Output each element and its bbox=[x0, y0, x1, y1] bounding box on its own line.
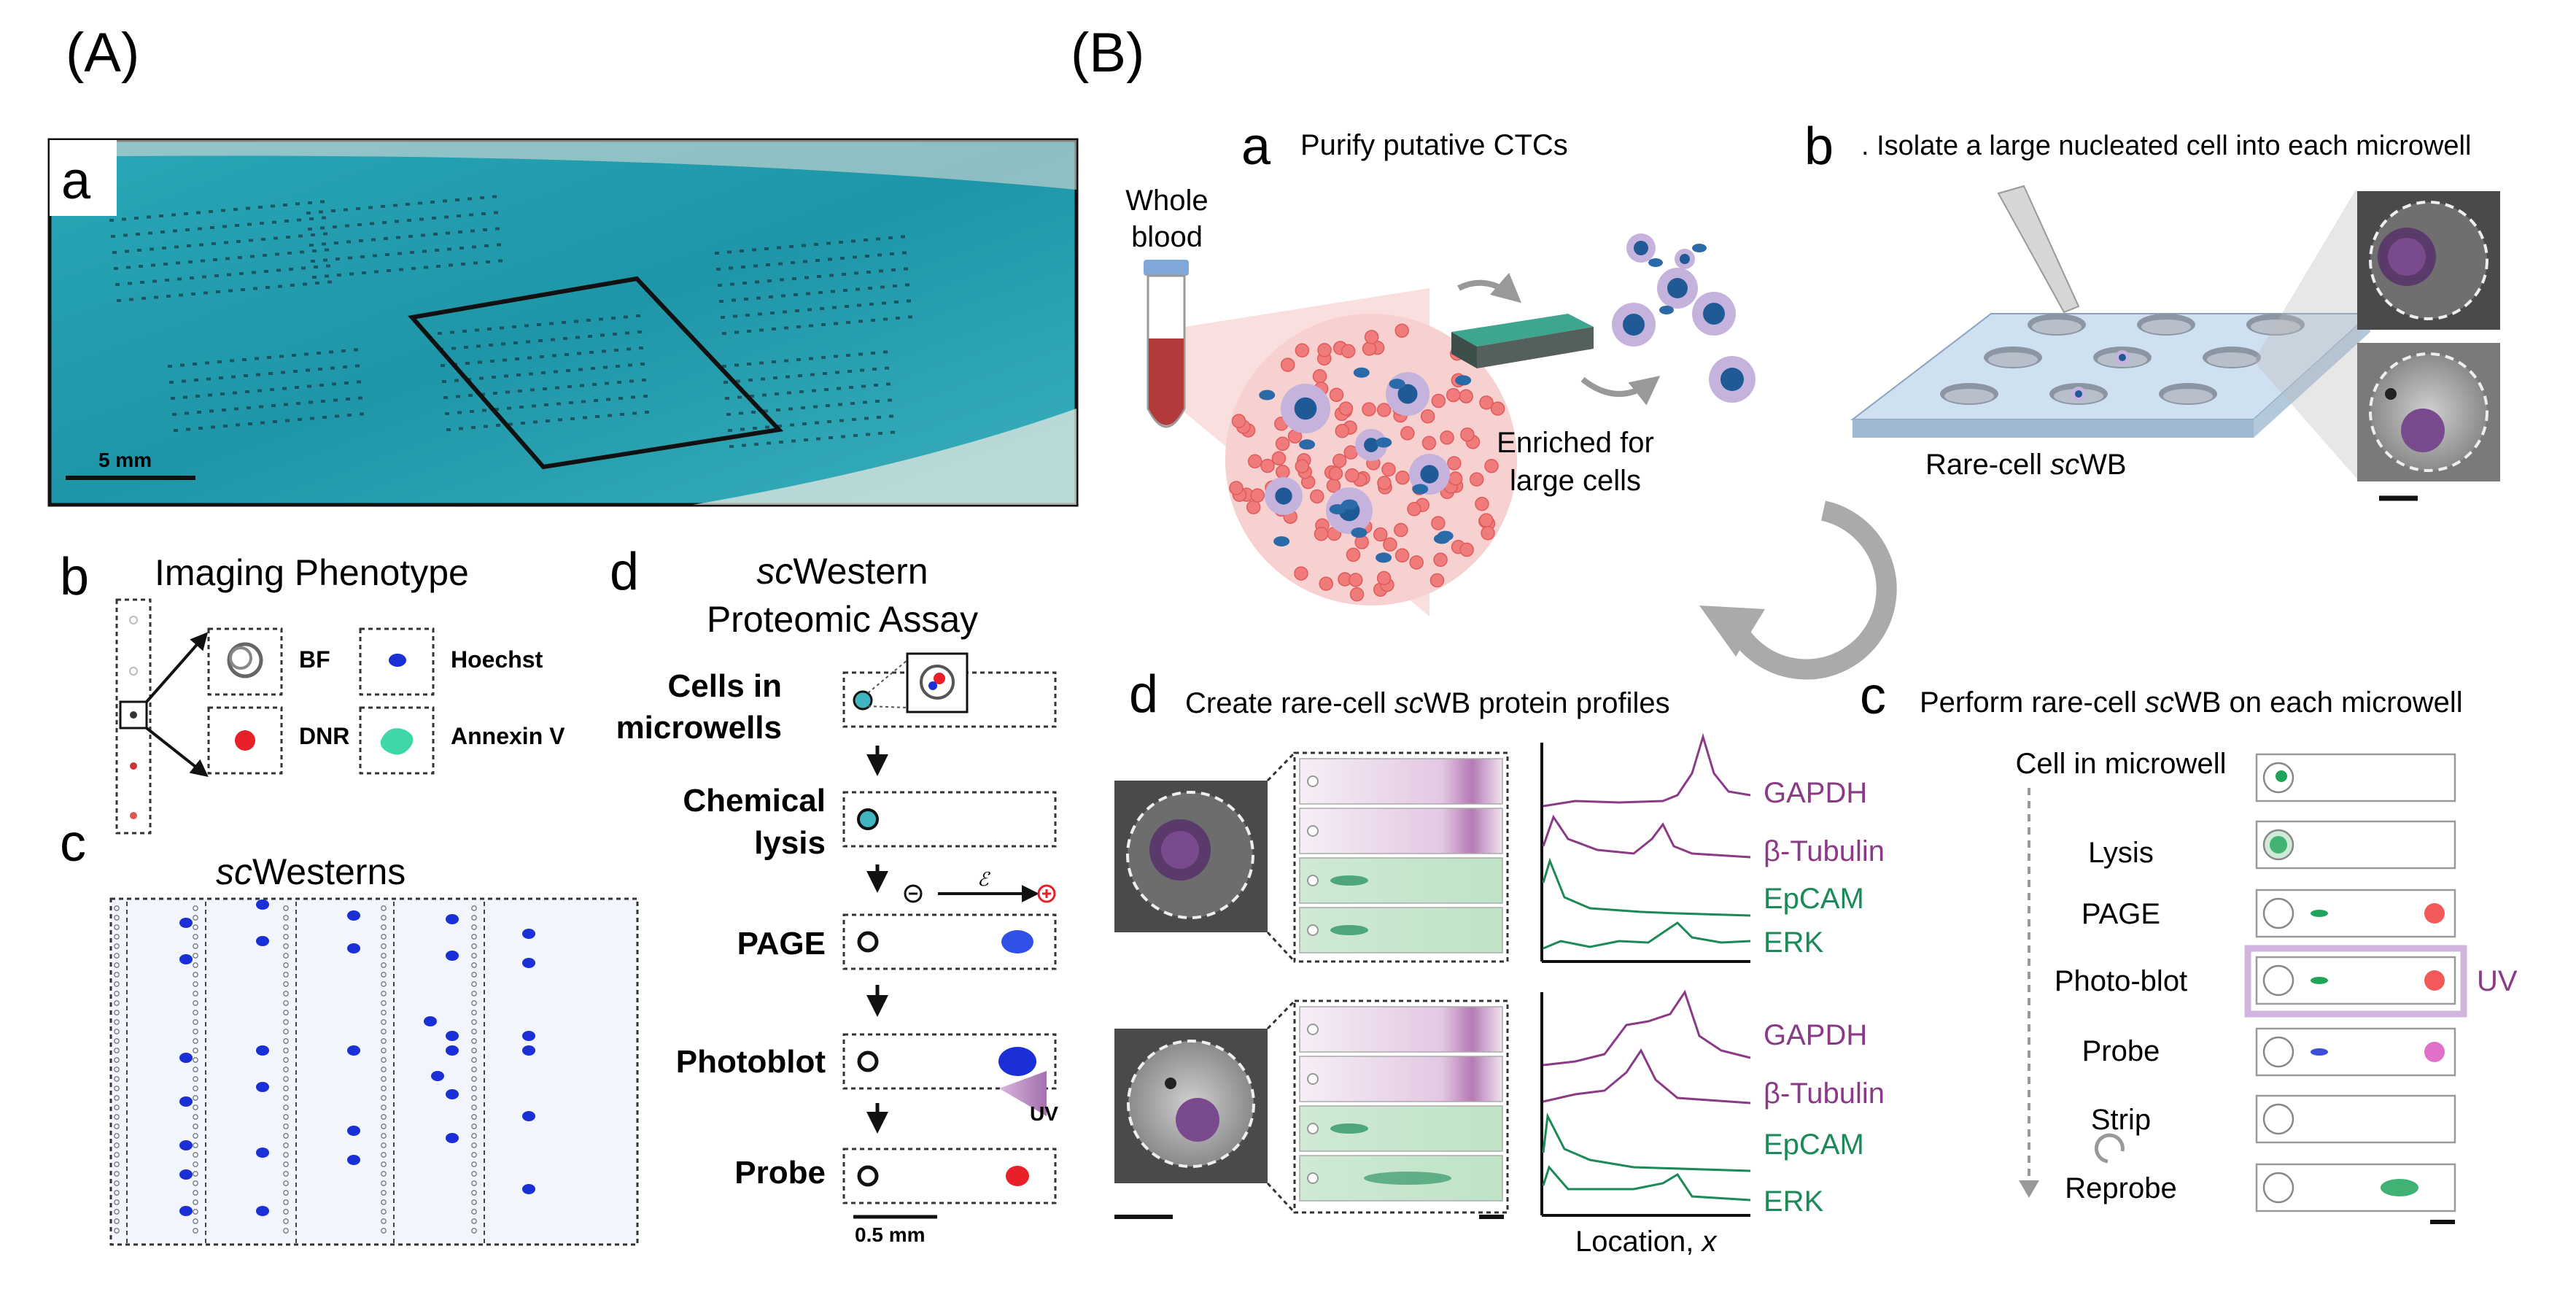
scwestern-blot bbox=[109, 897, 639, 1246]
panel-a-d-letter: d bbox=[610, 543, 639, 601]
protein-gapdh-2: GAPDH bbox=[1764, 1019, 1867, 1051]
workflow-step-3: PAGE bbox=[2082, 898, 2160, 930]
panel-a-c-title: scWesterns bbox=[216, 851, 406, 892]
protein-epcam-2: EpCAM bbox=[1764, 1129, 1864, 1161]
enriched-1: Enriched for bbox=[1497, 427, 1654, 459]
imaging-tiles bbox=[207, 627, 435, 775]
blood-circle bbox=[1225, 314, 1517, 605]
step-1-label: Cells in bbox=[668, 668, 783, 704]
panel-b-c-letter: c bbox=[1860, 667, 1886, 725]
process-arrow-1 bbox=[1457, 272, 1522, 303]
panel-a-b-letter: b bbox=[60, 548, 89, 606]
step-2-label: Chemical bbox=[683, 783, 826, 819]
panel-a-a-photo bbox=[47, 138, 1079, 507]
panel-a-d-title: scWestern bbox=[756, 551, 928, 592]
microwell-array bbox=[109, 195, 912, 448]
protein-erk-1: ERK bbox=[1764, 926, 1824, 959]
protein-tubulin-1: β-Tubulin bbox=[1764, 835, 1885, 867]
panel-b-d-title: Create rare-cell scWB protein profiles bbox=[1185, 687, 1670, 719]
process-arrow-2 bbox=[1580, 376, 1661, 406]
assay-uv-label: UV bbox=[1030, 1102, 1058, 1125]
filter-device bbox=[1451, 314, 1594, 368]
profile-lanes bbox=[1293, 751, 1509, 1214]
workflow-step-6: Strip bbox=[2091, 1104, 2151, 1136]
assay-scale-label: 0.5 mm bbox=[855, 1223, 926, 1246]
panel-b-b-title: . Isolate a large nucleated cell into ea… bbox=[1861, 131, 2471, 161]
channel-annexin: Annexin V bbox=[451, 723, 565, 749]
panel-b-d-letter: d bbox=[1129, 665, 1158, 724]
microwell-device bbox=[1850, 185, 2378, 481]
workflow-step-1: Cell in microwell bbox=[2016, 748, 2227, 780]
panel-a-c-letter: c bbox=[60, 814, 86, 873]
assay-strips: ℰ bbox=[842, 652, 1057, 1204]
workflow-step-5: Probe bbox=[2082, 1035, 2160, 1067]
step-4-label: Photoblot bbox=[676, 1044, 826, 1080]
protein-gapdh-1: GAPDH bbox=[1764, 777, 1867, 809]
microwell-images bbox=[2357, 191, 2500, 481]
panel-a-a-scale-label: 5 mm bbox=[98, 449, 152, 471]
protein-tubulin-2: β-Tubulin bbox=[1764, 1077, 1885, 1110]
step-5-label: Probe bbox=[734, 1155, 826, 1191]
channel-hoechst: Hoechst bbox=[451, 646, 543, 673]
imaging-strip bbox=[115, 598, 209, 835]
strip-cycle-icon bbox=[2094, 1133, 2125, 1164]
channel-bf: BF bbox=[299, 646, 330, 673]
step-1-label-2: microwells bbox=[616, 710, 782, 746]
panel-b-b-letter: b bbox=[1804, 117, 1834, 176]
workflow-step-2: Lysis bbox=[2088, 837, 2154, 869]
cycle-arrow-head bbox=[1699, 605, 1765, 657]
panel-b-a-letter: a bbox=[1241, 117, 1271, 176]
whole-blood-1: Whole bbox=[1125, 185, 1208, 217]
enriched-2: large cells bbox=[1510, 465, 1641, 497]
device-label: Rare-cell scWB bbox=[1925, 449, 2127, 481]
intensity-profiles bbox=[1540, 732, 1751, 1217]
panel-a-a-letter: a bbox=[61, 152, 91, 210]
panel-a-b-title: Imaging Phenotype bbox=[155, 552, 469, 593]
workflow-wells bbox=[2244, 753, 2467, 1212]
workflow-step-7: Reprobe bbox=[2065, 1172, 2176, 1204]
profile-cell-images bbox=[1114, 751, 1296, 1214]
channel-dnr: DNR bbox=[299, 723, 349, 749]
protein-epcam-1: EpCAM bbox=[1764, 883, 1864, 915]
whole-blood-2: blood bbox=[1131, 221, 1203, 253]
panel-a-label: (A) bbox=[66, 22, 139, 84]
workflow-arrow-head bbox=[2019, 1180, 2039, 1198]
protein-erk-2: ERK bbox=[1764, 1185, 1824, 1218]
profile-xlabel: Location, x bbox=[1575, 1226, 1718, 1258]
panel-b-c-title: Perform rare-cell scWB on each microwell bbox=[1920, 686, 2463, 719]
panel-b-a-title: Purify putative CTCs bbox=[1300, 129, 1568, 161]
cycle-arrow bbox=[1726, 500, 1897, 680]
workflow-uv-label: UV bbox=[2477, 965, 2518, 997]
enriched-cells bbox=[1612, 233, 1756, 403]
step-3-label: PAGE bbox=[737, 926, 826, 962]
step-2-label-2: lysis bbox=[754, 825, 826, 861]
field-symbol: ℰ bbox=[977, 868, 990, 890]
workflow-step-4: Photo-blot bbox=[2055, 965, 2187, 997]
panel-a-d-subtitle: Proteomic Assay bbox=[707, 599, 978, 640]
panel-b-label: (B) bbox=[1071, 22, 1144, 84]
